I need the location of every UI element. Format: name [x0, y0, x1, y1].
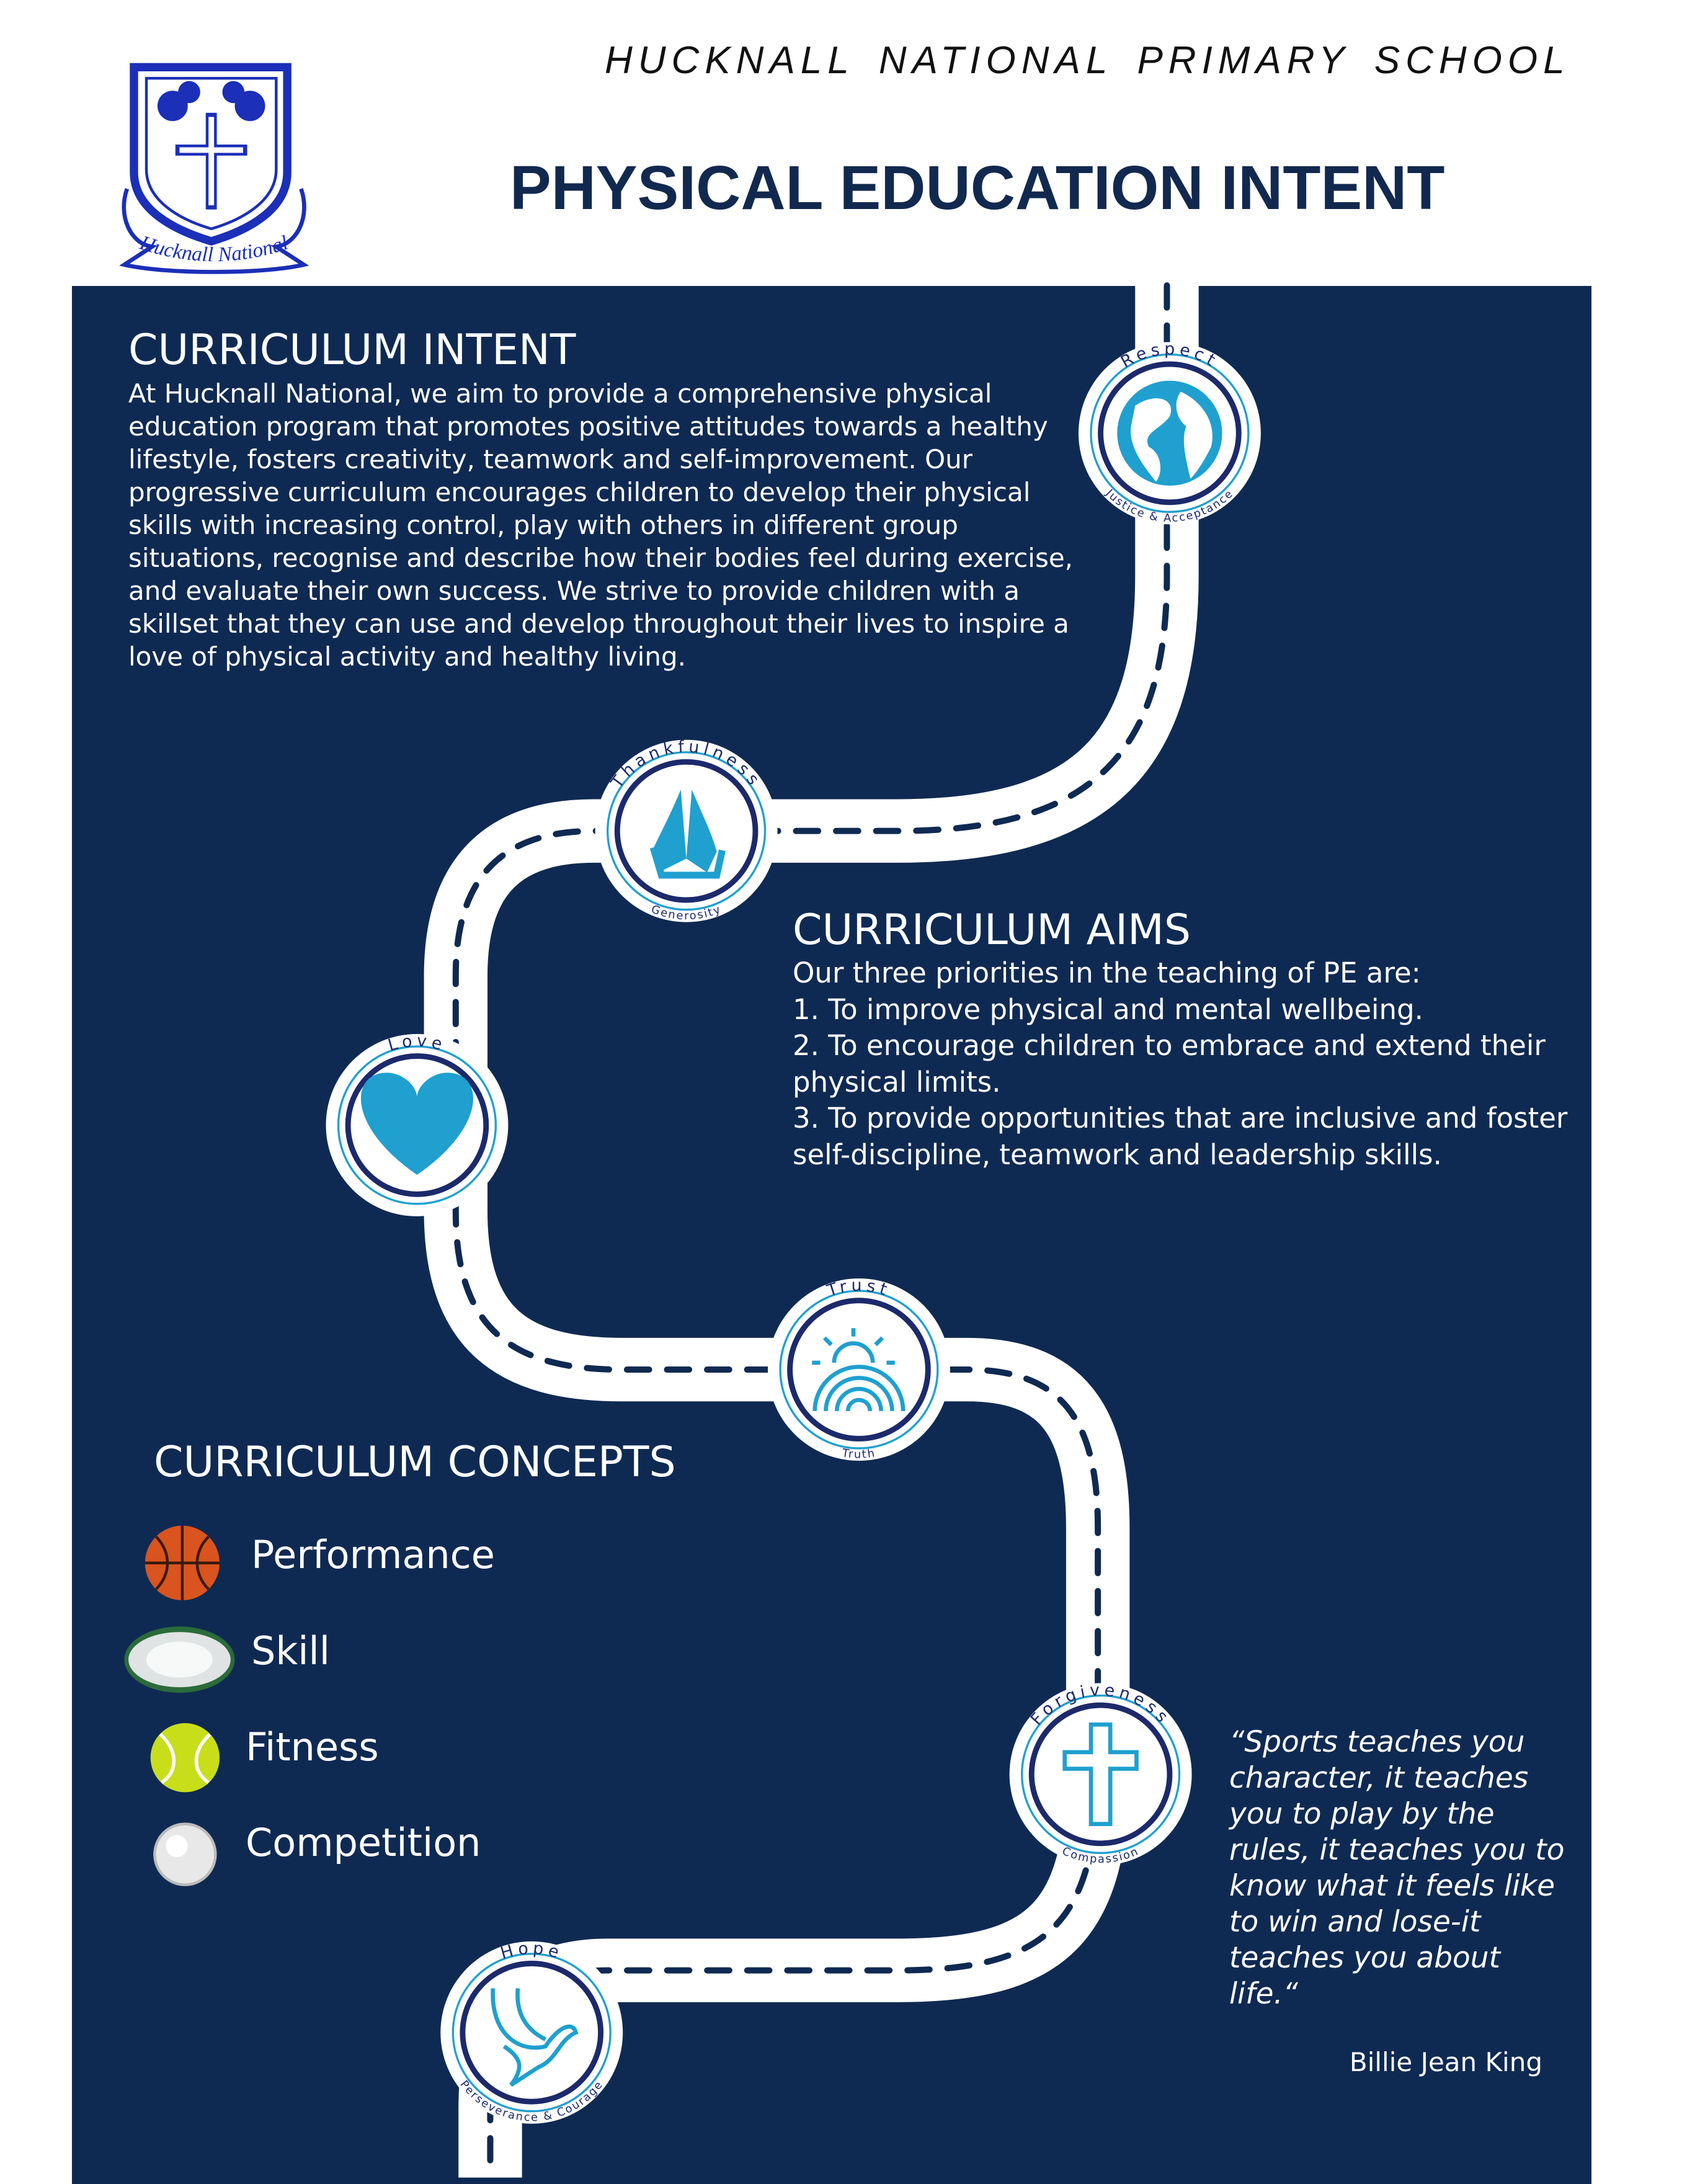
quote-author: Billie Jean King — [1349, 2047, 1542, 2077]
school-name: HUCKNALL NATIONAL PRIMARY SCHOOL — [605, 39, 1570, 82]
value-badge-trust: Trust Truth — [767, 1276, 950, 1461]
value-badge-thankfulness: Thankfulness Generosity — [595, 737, 778, 922]
curriculum-aims-heading: CURRICULUM AIMS — [793, 906, 1191, 955]
value-subtitle: Truth — [840, 1446, 875, 1461]
aim-item: 2. To encourage children to embrace and … — [793, 1029, 1546, 1099]
globe-icon — [1117, 380, 1222, 486]
road-center-dashes — [452, 282, 1170, 2181]
sun-rainbow-icon — [812, 1328, 906, 1412]
value-badge-love: Love — [326, 1032, 509, 1216]
quote-text: “Sports teaches you character, it teache… — [1229, 1725, 1565, 2011]
heart-icon — [360, 1072, 473, 1175]
concept-skill: Skill — [251, 1628, 330, 1674]
curriculum-intent-heading: CURRICULUM INTENT — [128, 326, 576, 375]
curriculum-concepts-heading: CURRICULUM CONCEPTS — [154, 1438, 676, 1487]
svg-text:Truth: Truth — [840, 1446, 876, 1461]
value-badge-respect: Respect Justice & Acceptance — [1078, 339, 1261, 525]
aims-intro: Our three priorities in the teaching of … — [793, 956, 1421, 989]
value-badge-forgiveness: Forgiveness Compassion — [1009, 1680, 1192, 1866]
value-badge-hope: Hope Perseverance & Courage — [440, 1938, 623, 2124]
aim-item: 3. To provide opportunities that are inc… — [793, 1102, 1568, 1171]
navy-background-panel — [72, 286, 1591, 2184]
rugby-ball-icon — [124, 1626, 235, 1693]
basketball-icon — [145, 1525, 220, 1600]
tennis-ball-icon — [150, 1723, 220, 1793]
golf-ball-icon — [153, 1822, 217, 1886]
concept-competition: Competition — [246, 1820, 481, 1865]
school-logo: Hucknall National — [118, 63, 309, 274]
praying-hands-icon — [649, 789, 726, 879]
concept-performance: Performance — [251, 1532, 495, 1577]
concept-fitness: Fitness — [246, 1724, 379, 1770]
dove-icon — [491, 1988, 579, 2087]
page-title: PHYSICAL EDUCATION INTENT — [510, 153, 1445, 223]
curriculum-aims-list: Our three priorities in the teaching of … — [793, 955, 1568, 1173]
curriculum-intent-text: At Hucknall National, we aim to provide … — [128, 378, 1074, 672]
aim-item: 1. To improve physical and mental wellbe… — [793, 992, 1423, 1026]
cross-icon — [1062, 1722, 1139, 1826]
